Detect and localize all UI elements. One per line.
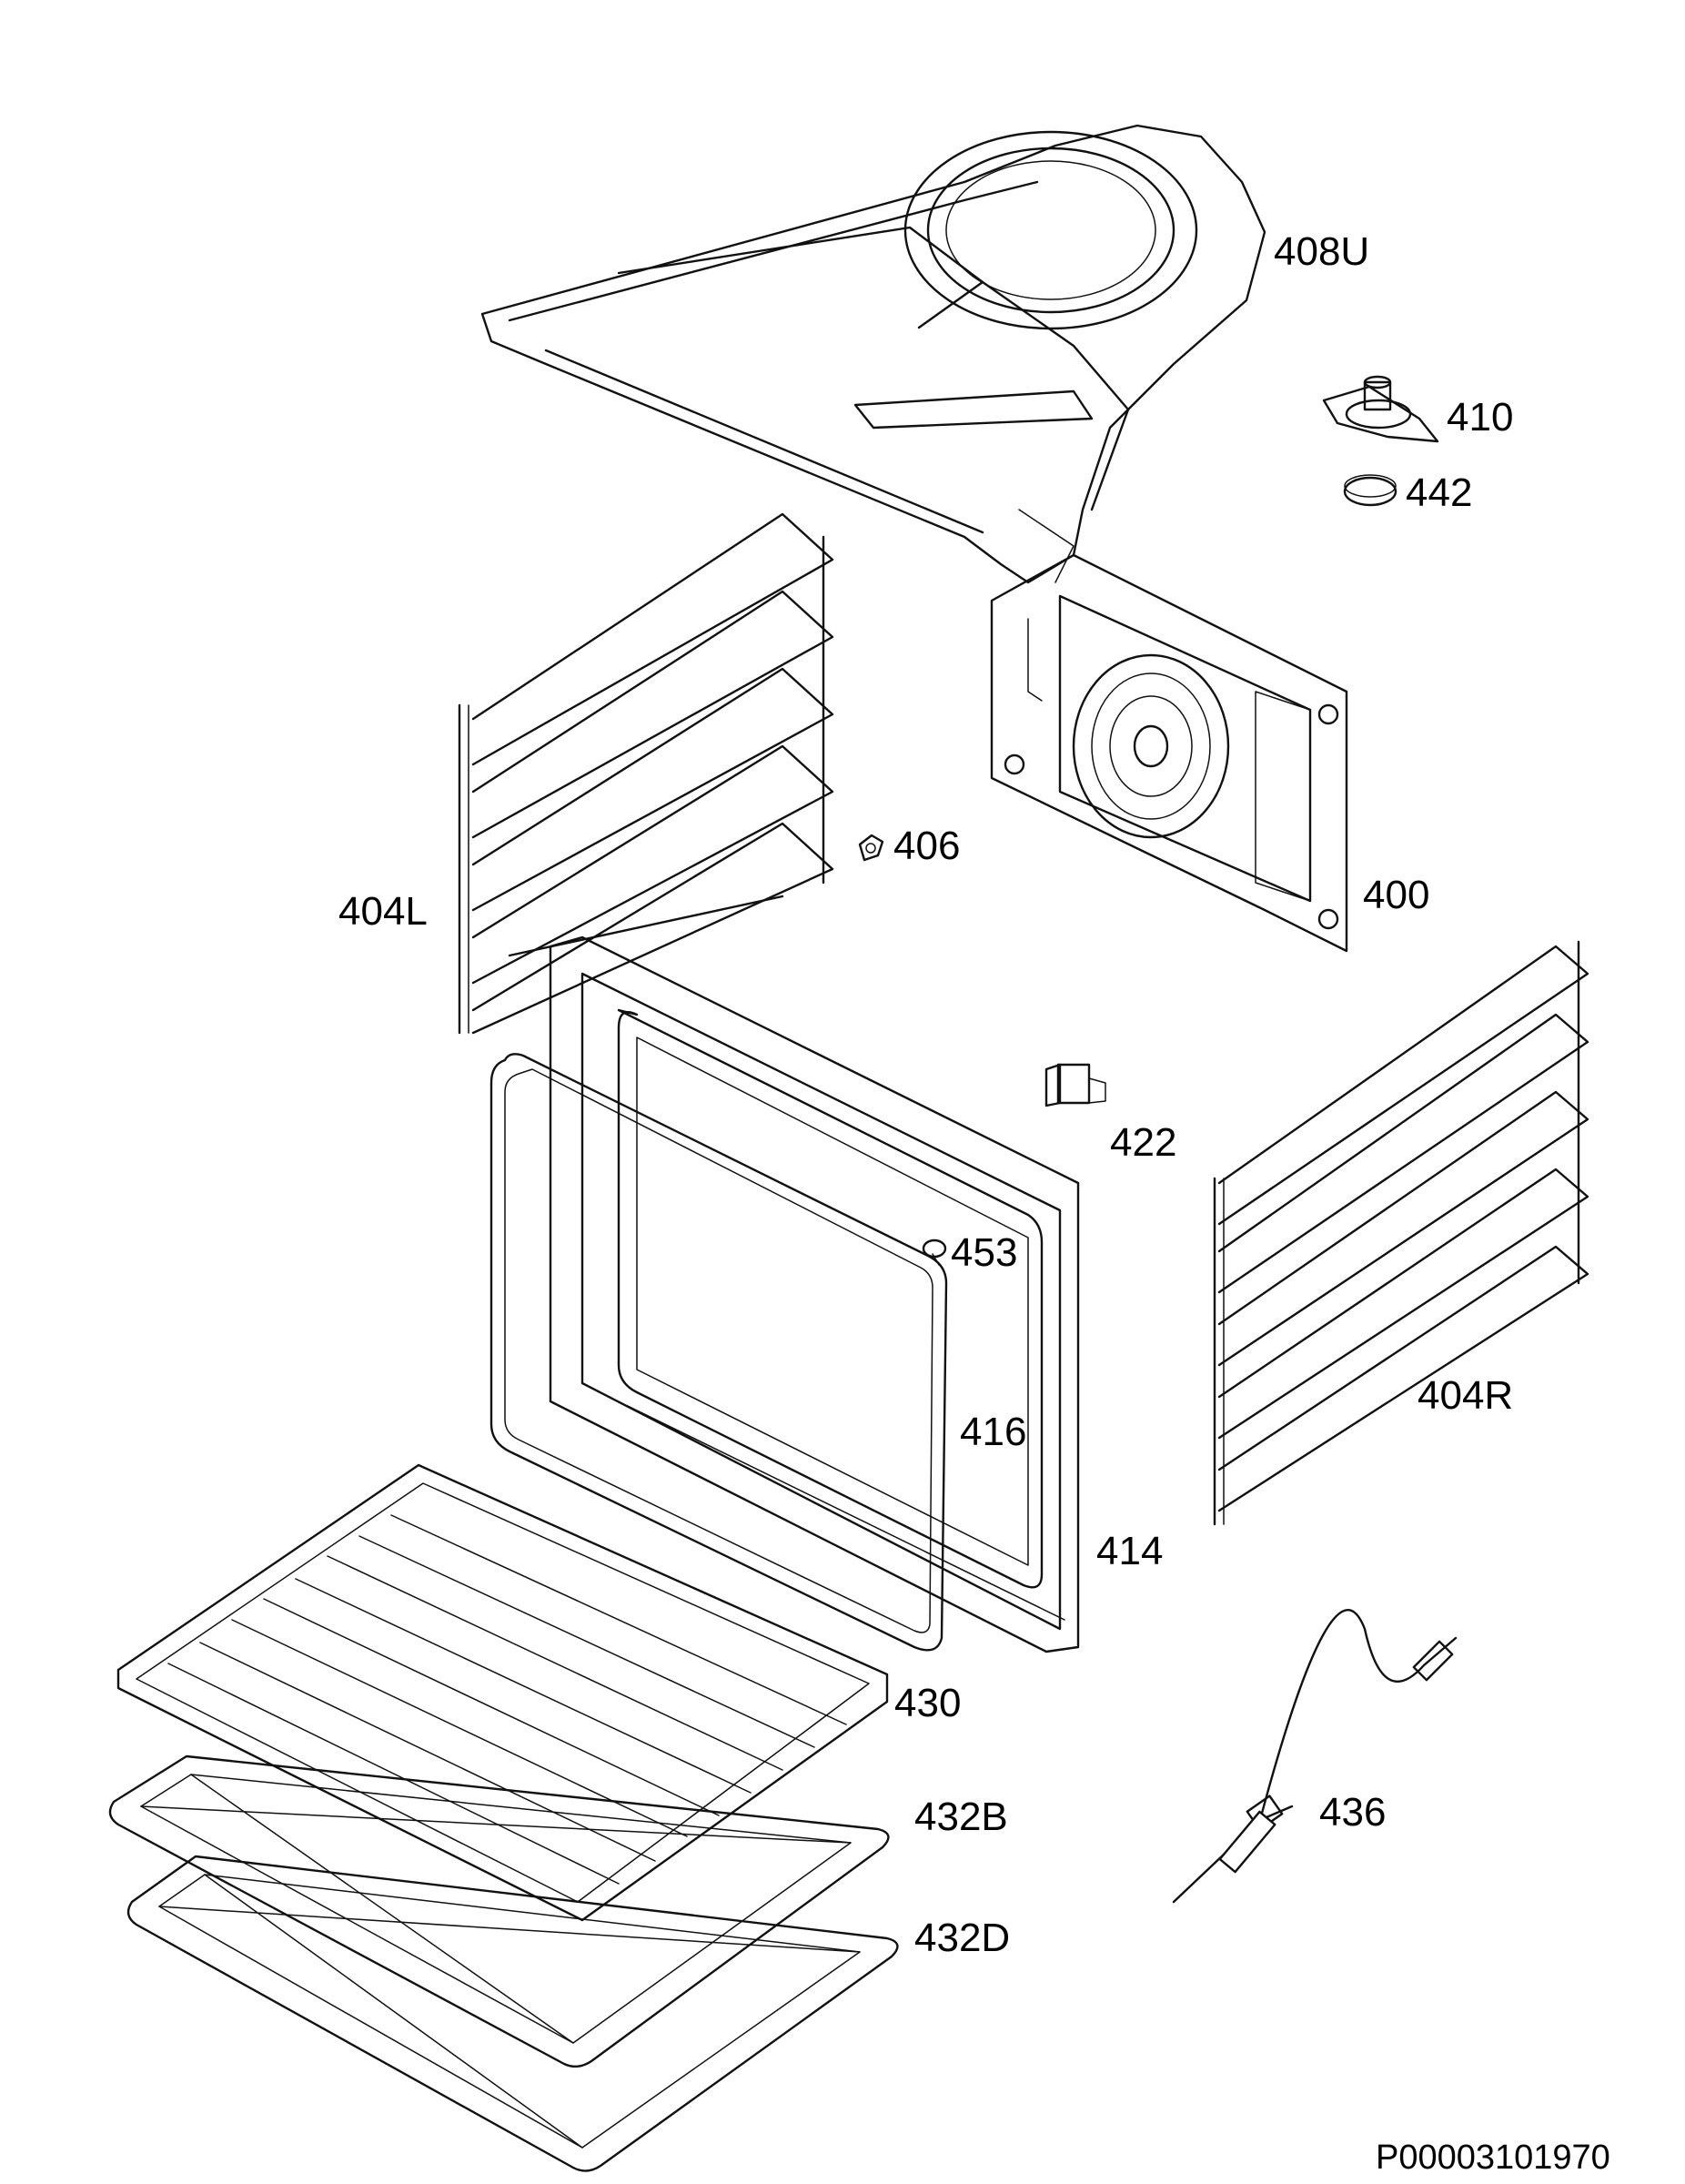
part-422-lamp-holder bbox=[1044, 1063, 1106, 1107]
label-404r: 404R bbox=[1418, 1373, 1514, 1418]
part-400-rear-panel bbox=[990, 553, 1348, 953]
label-442: 442 bbox=[1406, 470, 1473, 515]
label-406: 406 bbox=[893, 824, 961, 868]
part-414-door-frame bbox=[549, 935, 1080, 1653]
part-436-meat-probe bbox=[1172, 1609, 1458, 1904]
part-404l-left-rail bbox=[458, 512, 834, 1035]
label-410: 410 bbox=[1447, 395, 1514, 440]
drawing-code: P00003101970 bbox=[1376, 2138, 1610, 2177]
part-408u-fan-cover bbox=[480, 124, 1266, 584]
part-406-clip bbox=[858, 834, 884, 862]
label-432d: 432D bbox=[914, 1916, 1011, 1960]
label-414: 414 bbox=[1096, 1529, 1164, 1573]
label-408u: 408U bbox=[1274, 229, 1370, 274]
label-416: 416 bbox=[960, 1410, 1027, 1454]
part-430-wire-shelf bbox=[116, 1463, 889, 1922]
label-400: 400 bbox=[1363, 873, 1430, 917]
label-430: 430 bbox=[894, 1681, 962, 1725]
label-436: 436 bbox=[1319, 1790, 1387, 1835]
part-416-door-gasket bbox=[489, 1053, 948, 1652]
part-442-disc bbox=[1343, 474, 1397, 507]
part-432d-deep-tray bbox=[126, 1855, 899, 2172]
label-404l: 404L bbox=[338, 889, 428, 934]
part-410-fan-motor bbox=[1322, 375, 1439, 443]
label-453: 453 bbox=[951, 1230, 1018, 1275]
part-453-screw bbox=[922, 1239, 947, 1266]
label-422: 422 bbox=[1110, 1120, 1177, 1165]
label-432b: 432B bbox=[914, 1795, 1008, 1839]
part-404r-right-rail bbox=[1213, 940, 1589, 1526]
part-432b-baking-tray bbox=[108, 1754, 890, 2068]
